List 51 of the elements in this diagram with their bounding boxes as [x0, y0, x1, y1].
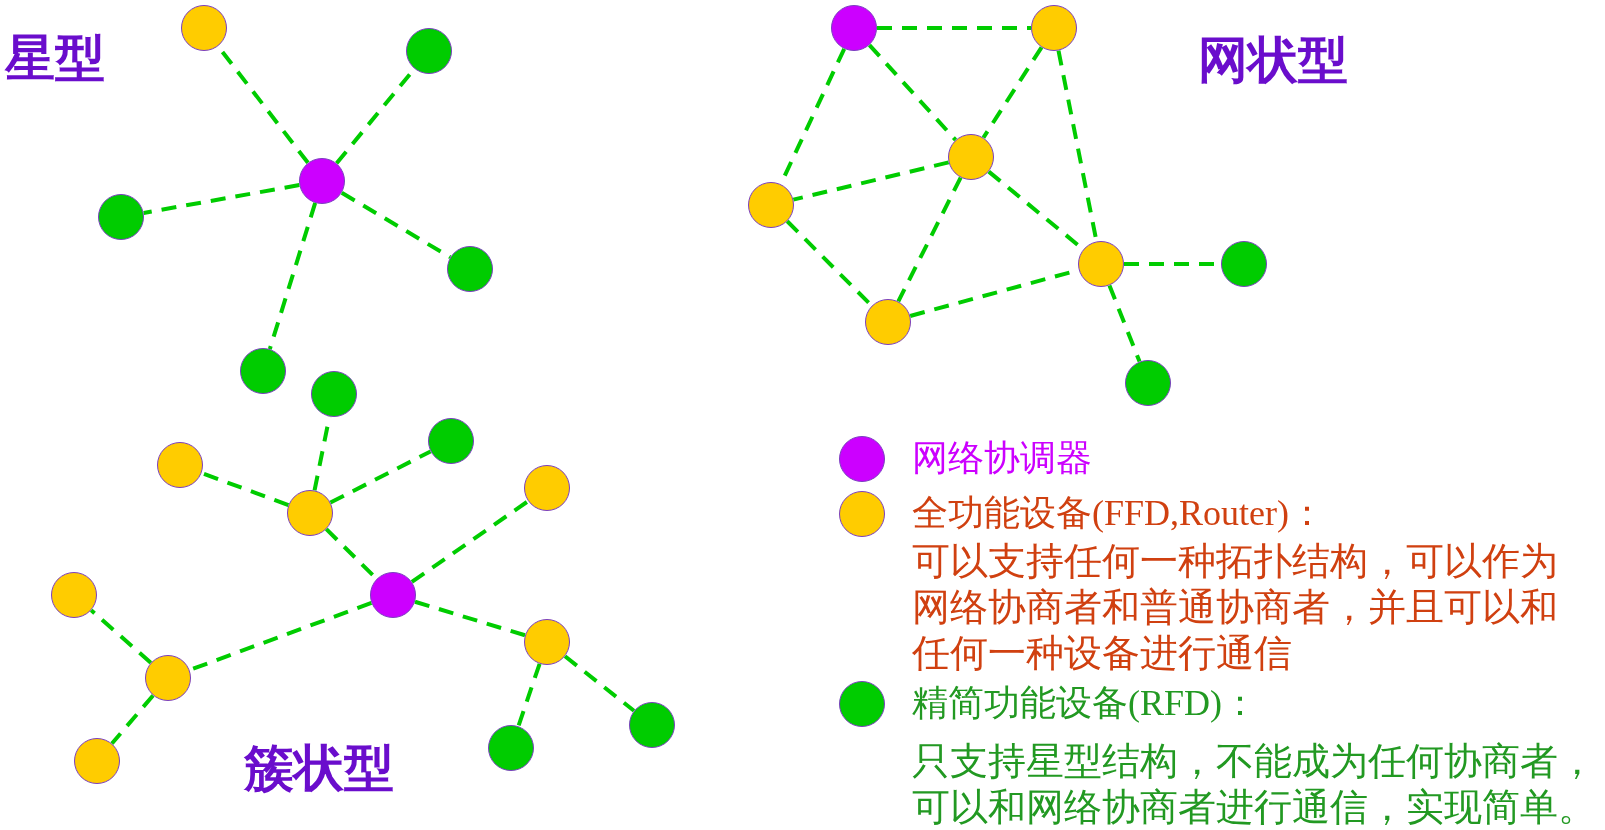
- network-node: [1125, 360, 1171, 406]
- dashed-link: [896, 176, 963, 303]
- network-node: [311, 371, 357, 417]
- dashed-link: [110, 694, 155, 745]
- topology-title: 网状型: [1198, 30, 1349, 90]
- network-node: [240, 348, 286, 394]
- description-text: 只支持星型结构，不能成为任何协商者，可以和网络协商者进行通信，实现简单。: [912, 739, 1597, 830]
- topology-title: 簇状型: [244, 738, 395, 798]
- dashed-link: [877, 26, 1031, 30]
- network-node: [370, 572, 416, 618]
- dashed-link: [516, 663, 542, 727]
- network-node: [1031, 5, 1077, 51]
- dashed-link: [143, 183, 300, 215]
- network-node: [447, 246, 493, 292]
- network-node: [428, 418, 474, 464]
- network-node: [299, 158, 345, 204]
- dashed-link: [1107, 284, 1142, 363]
- dashed-link: [89, 608, 153, 665]
- dashed-link: [792, 160, 950, 202]
- dashed-link: [340, 191, 452, 259]
- dashed-link: [329, 449, 432, 505]
- topology-title: 星型: [5, 28, 106, 88]
- network-node: [488, 725, 534, 771]
- network-node: [406, 28, 452, 74]
- dashed-link: [200, 471, 290, 507]
- network-node: [287, 490, 333, 536]
- network-node: [51, 572, 97, 618]
- network-node: [831, 5, 877, 51]
- dashed-link: [410, 499, 530, 584]
- network-node: [524, 619, 570, 665]
- network-node: [181, 5, 227, 51]
- network-node: [98, 194, 144, 240]
- legend-text: 网络协调器: [912, 437, 1092, 480]
- network-node: [865, 299, 911, 345]
- network-node: [629, 702, 675, 748]
- dashed-link: [414, 599, 526, 638]
- network-node: [157, 442, 203, 488]
- network-node: [1078, 241, 1124, 287]
- network-node: [748, 182, 794, 228]
- network-node: [74, 738, 120, 784]
- description-text: 可以支持任何一种拓扑结构，可以作为网络协商者和普通协商者，并且可以和任何一种设备进行通信: [912, 539, 1559, 676]
- dashed-link: [981, 46, 1044, 139]
- dashed-link: [563, 654, 636, 713]
- network-node: [1221, 241, 1267, 287]
- network-node: [145, 655, 191, 701]
- network-node: [524, 465, 570, 511]
- network-node: [948, 134, 994, 180]
- dashed-link: [867, 43, 958, 142]
- dashed-link: [267, 202, 318, 350]
- legend-text: 全功能设备(FFD,Router)：: [912, 492, 1325, 535]
- legend-text: 精简功能设备(RFD)：: [912, 682, 1258, 725]
